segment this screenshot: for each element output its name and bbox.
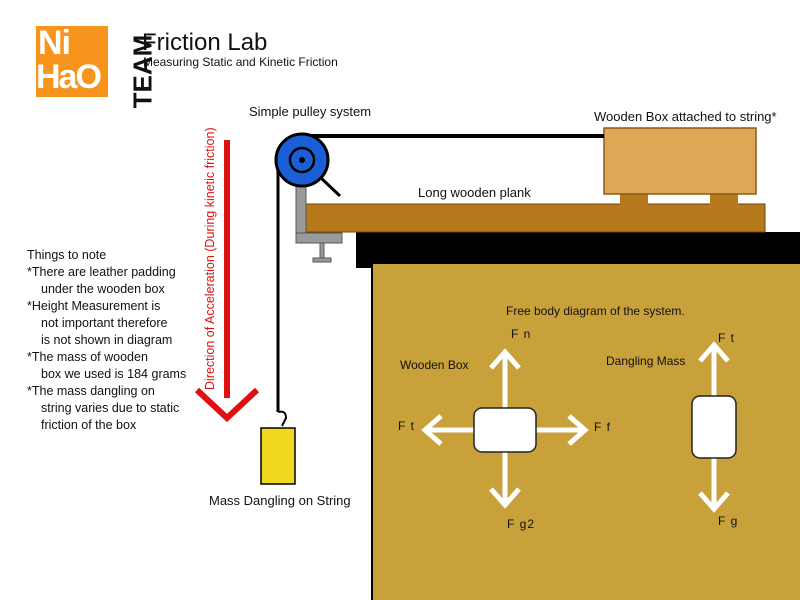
wooden-plank — [305, 203, 766, 233]
note-1-line-1: *There are leather padding — [27, 265, 176, 279]
fbd-box-body — [473, 407, 537, 453]
acceleration-label: Direction of Acceleration (During kineti… — [203, 127, 217, 390]
box-label: Wooden Box attached to string* — [594, 109, 777, 124]
note-2-line-3: is not shown in diagram — [41, 333, 173, 347]
wooden-box — [603, 127, 757, 195]
page-title: Friction Lab — [142, 29, 268, 56]
note-4-line-2: string varies due to static — [41, 401, 180, 415]
note-1-line-2: under the wooden box — [41, 282, 165, 296]
mass-label: Mass Dangling on String — [209, 493, 351, 508]
note-3-line-1: *The mass of wooden — [27, 350, 148, 364]
pulley-wheel — [274, 132, 330, 188]
acceleration-arrow-head — [194, 387, 260, 423]
pulley-clamp — [295, 174, 343, 263]
pulley-label: Simple pulley system — [249, 104, 372, 119]
force-ft-mass-label: F t — [718, 331, 735, 345]
page-subtitle: Measuring Static and Kinetic Friction — [143, 55, 338, 69]
box-pad-left — [620, 194, 648, 205]
fbd-box-label: Wooden Box — [400, 358, 469, 372]
note-4-line-3: friction of the box — [41, 418, 137, 432]
fbd-mass-arrows — [698, 341, 730, 513]
note-2-line-2: not important therefore — [41, 316, 168, 330]
notes-panel: Things to note *There are leather paddin… — [27, 247, 186, 434]
mass-hook — [277, 410, 288, 427]
note-3-line-2: box we used is 184 grams — [41, 367, 187, 381]
note-2-line-1: *Height Measurement is — [27, 299, 161, 313]
box-pad-right — [710, 194, 738, 205]
logo-text-ni: Ni — [38, 24, 71, 62]
force-fg2-label: F g2 — [507, 517, 536, 531]
dangling-mass — [260, 427, 296, 485]
logo-text-hao: HaO — [36, 58, 102, 96]
plank-label: Long wooden plank — [418, 185, 531, 200]
notes-heading: Things to note — [27, 248, 107, 262]
fbd-box-arrows — [421, 348, 589, 509]
table-top-edge — [356, 232, 800, 268]
fbd-mass-body — [691, 395, 737, 459]
force-fn-label: F n — [511, 327, 532, 341]
fbd-title: Free body diagram of the system. — [506, 304, 685, 318]
logo-orange-block — [36, 26, 108, 97]
force-ff-label: F f — [594, 420, 611, 434]
force-ft-box-label: F t — [398, 419, 415, 433]
force-fg-label: F g — [718, 514, 739, 528]
logo — [36, 26, 108, 97]
fbd-mass-label: Dangling Mass — [606, 354, 686, 368]
note-4-line-1: *The mass dangling on — [27, 384, 155, 398]
